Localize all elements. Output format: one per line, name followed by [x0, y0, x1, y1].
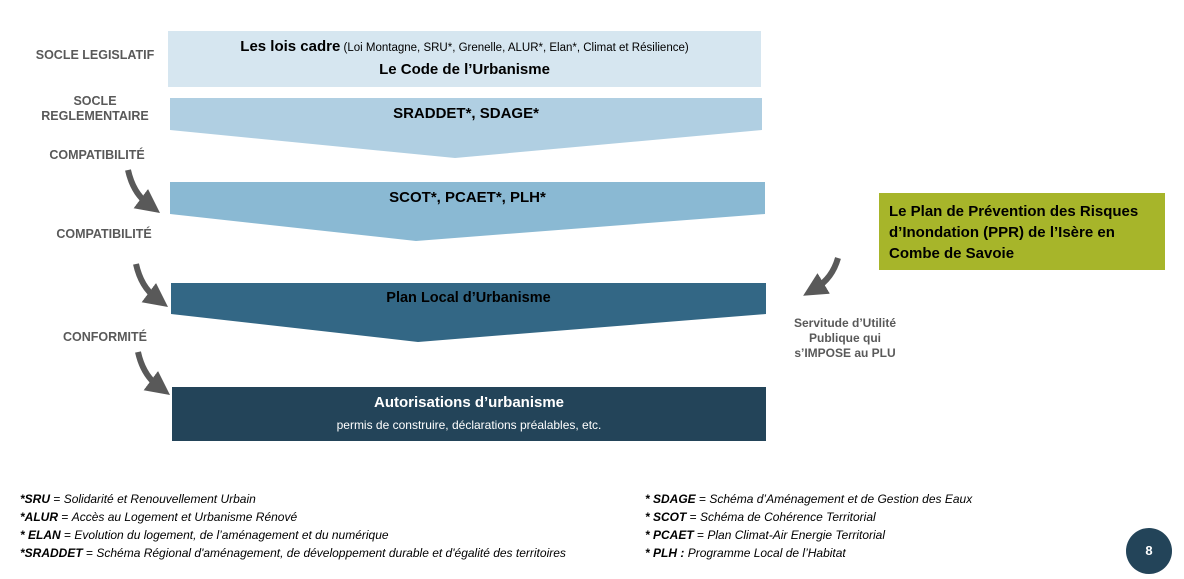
label-socle-reglementaire-line2: REGLEMENTAIRE	[41, 109, 149, 123]
plu-chevron	[171, 283, 766, 342]
servitude-arrow	[803, 257, 841, 296]
legend-abbr: *SRU	[20, 492, 51, 506]
legend-sep: =	[686, 510, 701, 524]
label-socle-legislatif: SOCLE LEGISLATIF	[35, 48, 155, 62]
legend-def: Programme Local de l’Habitat	[687, 546, 846, 560]
legend-right: * SDAGE = Schéma d’Aménagement et de Ges…	[645, 490, 972, 562]
lois-cadre-detail: (Loi Montagne, SRU*, Grenelle, ALUR*, El…	[340, 42, 689, 54]
legend-sep: =	[82, 546, 97, 560]
compatibility-arrow-2	[133, 263, 168, 308]
legend-sep: =	[50, 492, 64, 506]
legend-abbr: *SRADDET	[20, 546, 83, 560]
autorisations-title: Autorisations d’urbanisme	[373, 394, 565, 411]
label-compatibilite-1: COMPATIBILITÉ	[49, 148, 145, 162]
legend-def: Schéma de Cohérence Territorial	[700, 510, 876, 524]
legend-item: * PCAET = Plan Climat-Air Energie Territ…	[645, 526, 972, 544]
lois-cadre-box	[168, 31, 761, 87]
legend-abbr: * SDAGE	[645, 492, 696, 506]
legend-sep: =	[693, 528, 708, 542]
plu-title: Plan Local d’Urbanisme	[386, 290, 551, 306]
servitude-line3: s’IMPOSE au PLU	[794, 346, 896, 360]
legend-item: * SCOT = Schéma de Cohérence Territorial	[645, 508, 972, 526]
page-number-badge: 8	[1126, 528, 1172, 574]
lois-cadre-title: Les lois cadre	[240, 38, 341, 55]
sraddet-chevron	[170, 98, 762, 158]
legend-abbr: * PLH :	[645, 546, 685, 560]
servitude-line2: Publique qui	[809, 331, 881, 345]
legend-def: Schéma d’Aménagement et de Gestion des E…	[709, 492, 973, 506]
sraddet-title: SRADDET*, SDAGE*	[393, 105, 539, 122]
label-compatibilite-2: COMPATIBILITÉ	[56, 227, 152, 241]
servitude-note: Servitude d’Utilité Publique qui s’IMPOS…	[775, 316, 915, 361]
legend-item: * PLH : Programme Local de l’Habitat	[645, 544, 972, 562]
label-socle-reglementaire-line1: SOCLE	[73, 94, 117, 108]
legend-abbr: * SCOT	[645, 510, 687, 524]
compatibility-arrow-1	[125, 169, 160, 214]
legend-def: Solidarité et Renouvellement Urbain	[63, 492, 256, 506]
servitude-line1: Servitude d’Utilité	[793, 316, 897, 330]
legend-def: Evolution du logement, de l’aménagement …	[74, 528, 389, 542]
label-socle-reglementaire: SOCLE REGLEMENTAIRE	[20, 94, 170, 124]
autorisations-box	[172, 387, 766, 441]
autorisations-subtitle: permis de construire, déclarations préal…	[336, 418, 602, 432]
legend-item: * SDAGE = Schéma d’Aménagement et de Ges…	[645, 490, 972, 508]
code-urbanisme-title: Le Code de l’Urbanisme	[379, 61, 550, 78]
legend-abbr: * ELAN	[20, 528, 61, 542]
label-conformite: CONFORMITÉ	[62, 330, 148, 344]
legend-item: *ALUR = Accès au Logement et Urbanisme R…	[20, 508, 566, 526]
legend-abbr: *ALUR	[20, 510, 58, 524]
conformity-arrow	[135, 351, 170, 396]
ppr-box: Le Plan de Prévention des Risques d’Inon…	[879, 193, 1165, 270]
legend-def: Schéma Régional d'aménagement, de dévelo…	[96, 546, 566, 560]
scot-title: SCOT*, PCAET*, PLH*	[389, 189, 546, 206]
legend-item: * ELAN = Evolution du logement, de l’amé…	[20, 526, 566, 544]
lois-cadre-line: Les lois cadre (Loi Montagne, SRU*, Gren…	[168, 38, 761, 56]
legend-def: Plan Climat-Air Energie Territorial	[707, 528, 885, 542]
legend-sep: =	[695, 492, 710, 506]
legend-abbr: * PCAET	[645, 528, 694, 542]
legend-sep: =	[60, 528, 75, 542]
legend-item: *SRADDET = Schéma Régional d'aménagement…	[20, 544, 566, 562]
scot-chevron	[170, 182, 765, 241]
legend-item: *SRU = Solidarité et Renouvellement Urba…	[20, 490, 566, 508]
legend-sep: =	[58, 510, 72, 524]
legend-def: Accès au Logement et Urbanisme Rénové	[71, 510, 298, 524]
legend-left: *SRU = Solidarité et Renouvellement Urba…	[20, 490, 566, 562]
